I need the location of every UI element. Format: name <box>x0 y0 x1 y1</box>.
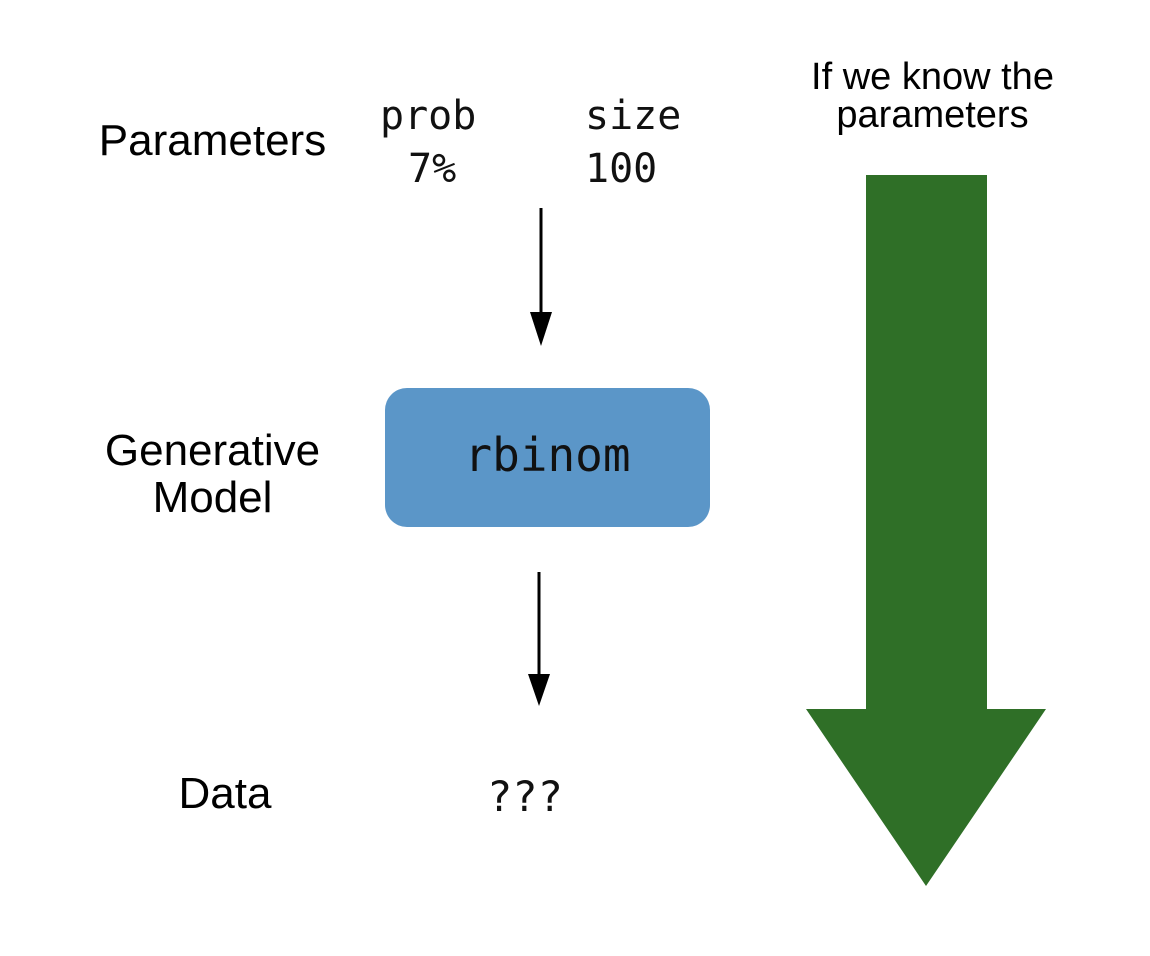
param-name-prob: prob <box>380 93 477 139</box>
model-function-name: rbinom <box>464 428 631 482</box>
data-row-label: Data <box>178 769 272 818</box>
data-value: ??? <box>487 772 563 821</box>
param-value-size: 100 <box>585 146 658 192</box>
big-down-arrow <box>806 175 1046 886</box>
parameters-row-label: Parameters <box>98 116 327 165</box>
model-row-label: Generative Model <box>104 426 321 522</box>
generative-model-box <box>385 388 710 527</box>
arrow-model-to-data <box>528 572 550 706</box>
param-value-prob: 7% <box>408 146 457 192</box>
arrow-params-to-model <box>530 208 552 346</box>
param-name-size: size <box>585 93 682 139</box>
direction-note: If we know the parameters <box>811 56 1054 136</box>
